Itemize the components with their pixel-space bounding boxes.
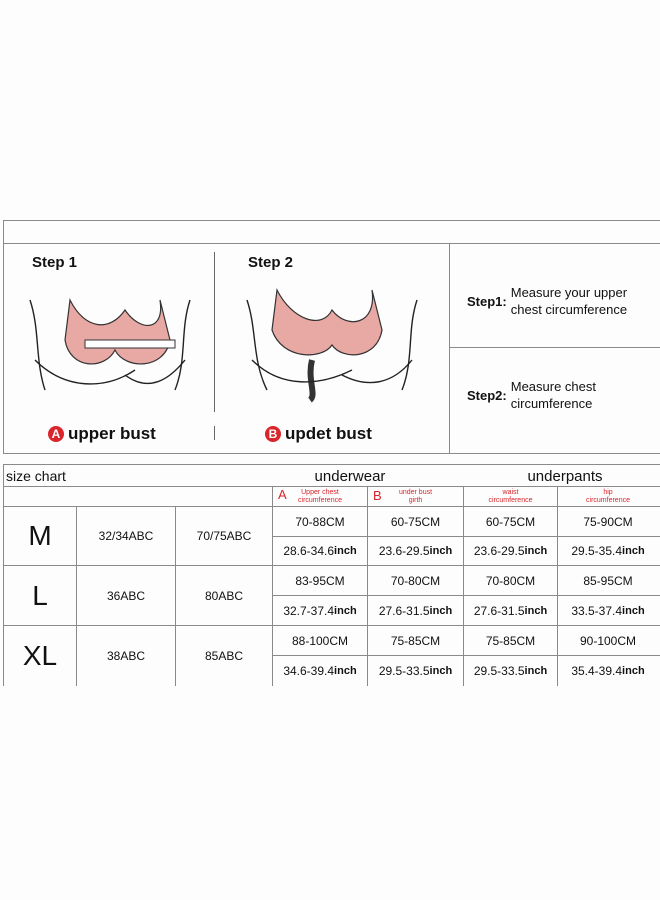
instruction-step2-line2: circumference (510, 396, 593, 411)
cm-m-under: 60-75CM (390, 514, 441, 529)
cm-l-waist: 70-80CM (485, 573, 536, 588)
cm-m-waist: 60-75CM (485, 514, 536, 529)
instruction-step1-label: Step1: (467, 293, 507, 309)
us-size-xl: 38ABC (106, 649, 146, 663)
cm-m-hip: 75-90CM (583, 514, 633, 529)
letter-b-badge: B (265, 426, 281, 442)
step1-panel: Step 1 A upper bust (15, 250, 205, 450)
header-b-letter: B (373, 488, 382, 503)
inch-m-under-unit: inch (429, 545, 453, 557)
eu-size-m: 70/75ABC (196, 529, 252, 543)
inch-m-waist-value: 23.6-29.5 (473, 544, 525, 558)
step1-illustration (29, 297, 191, 391)
inch-xl-upper-value: 34.6-39.4 (283, 664, 335, 678)
upper-bust-label: A upper bust (48, 424, 156, 444)
under-bust-text: updet bust (285, 424, 372, 443)
inch-m-hip-value: 29.5-35.4 (571, 544, 623, 558)
header-a-line2: circumference (298, 496, 342, 504)
upper-bust-text: upper bust (68, 424, 156, 443)
step2-illustration (246, 287, 418, 403)
inch-xl-waist-value: 29.5-33.5 (473, 664, 525, 678)
under-bust-label: B updet bust (265, 424, 372, 444)
inch-xl-under-value: 29.5-33.5 (378, 664, 430, 678)
step2-panel: Step 2 B updet bust (232, 250, 432, 450)
us-size-m: 32/34ABC (98, 529, 154, 543)
inch-xl-hip-value: 35.4-39.4 (571, 664, 623, 678)
inch-l-upper-value: 32.7-37.4 (283, 603, 335, 618)
inch-m-waist-unit: inch (524, 545, 548, 557)
header-waist-line1: waist (502, 488, 519, 496)
cm-l-upper: 83-95CM (295, 573, 345, 588)
instruction-step2: Step2: Measure chest circumference (467, 378, 596, 412)
size-l: L (32, 579, 48, 611)
inch-l-waist-value: 27.6-31.5 (473, 603, 525, 618)
underpants-label: underpants (527, 467, 603, 485)
inch-m-under-value: 23.6-29.5 (378, 544, 430, 558)
header-b-line2: girth (408, 496, 423, 504)
inch-l-under-unit: inch (429, 604, 453, 617)
inch-l-hip-value: 33.5-37.4 (571, 603, 623, 618)
size-xl: XL (22, 640, 58, 671)
inch-m-upper-value: 28.6-34.6 (283, 544, 335, 558)
header-hip-line1: hip (603, 488, 613, 496)
header-waist-line2: circumference (488, 496, 533, 504)
instruction-step1-line2: chest circumference (510, 302, 628, 317)
header-b-line1: under bust (398, 488, 433, 496)
cm-l-under: 70-80CM (390, 573, 441, 588)
cm-m-upper: 70-88CM (295, 514, 345, 529)
us-size-l: 36ABC (106, 588, 146, 603)
size-chart-label: size chart (6, 468, 66, 484)
underwear-label: underwear (314, 467, 386, 485)
instruction-step1: Step1: Measure your upper chest circumfe… (467, 284, 627, 318)
header-a-letter: A (278, 487, 287, 502)
cm-xl-hip: 90-100CM (579, 633, 637, 648)
inch-l-under-value: 27.6-31.5 (378, 603, 430, 618)
step2-title: Step 2 (248, 254, 294, 271)
cm-l-hip: 85-95CM (583, 573, 633, 588)
inch-xl-waist-unit: inch (524, 665, 548, 677)
size-m: M (28, 520, 52, 551)
inch-l-waist-unit: inch (524, 604, 548, 617)
letter-a-badge: A (48, 426, 64, 442)
instruction-step2-line1: Measure chest (510, 379, 596, 394)
cm-xl-upper: 88-100CM (291, 633, 349, 648)
eu-size-xl: 85ABC (204, 649, 244, 663)
inch-xl-under-unit: inch (429, 665, 453, 677)
header-a-line1: Upper chest (301, 488, 339, 496)
instruction-step1-line1: Measure your upper (510, 285, 628, 300)
cm-xl-waist: 75-85CM (485, 633, 536, 648)
inch-xl-upper-unit: inch (334, 665, 357, 677)
eu-size-l: 80ABC (204, 588, 244, 603)
inch-m-upper-unit: inch (334, 545, 357, 557)
inch-l-upper-unit: inch (334, 604, 357, 617)
header-hip-line2: circumference (586, 496, 630, 504)
inch-l-hip-unit: inch (622, 604, 645, 617)
inch-m-hip-unit: inch (622, 545, 645, 557)
inch-xl-hip-unit: inch (622, 665, 645, 677)
step1-title: Step 1 (32, 254, 78, 271)
instruction-step2-label: Step2: (467, 387, 507, 403)
cm-xl-under: 75-85CM (390, 633, 441, 648)
